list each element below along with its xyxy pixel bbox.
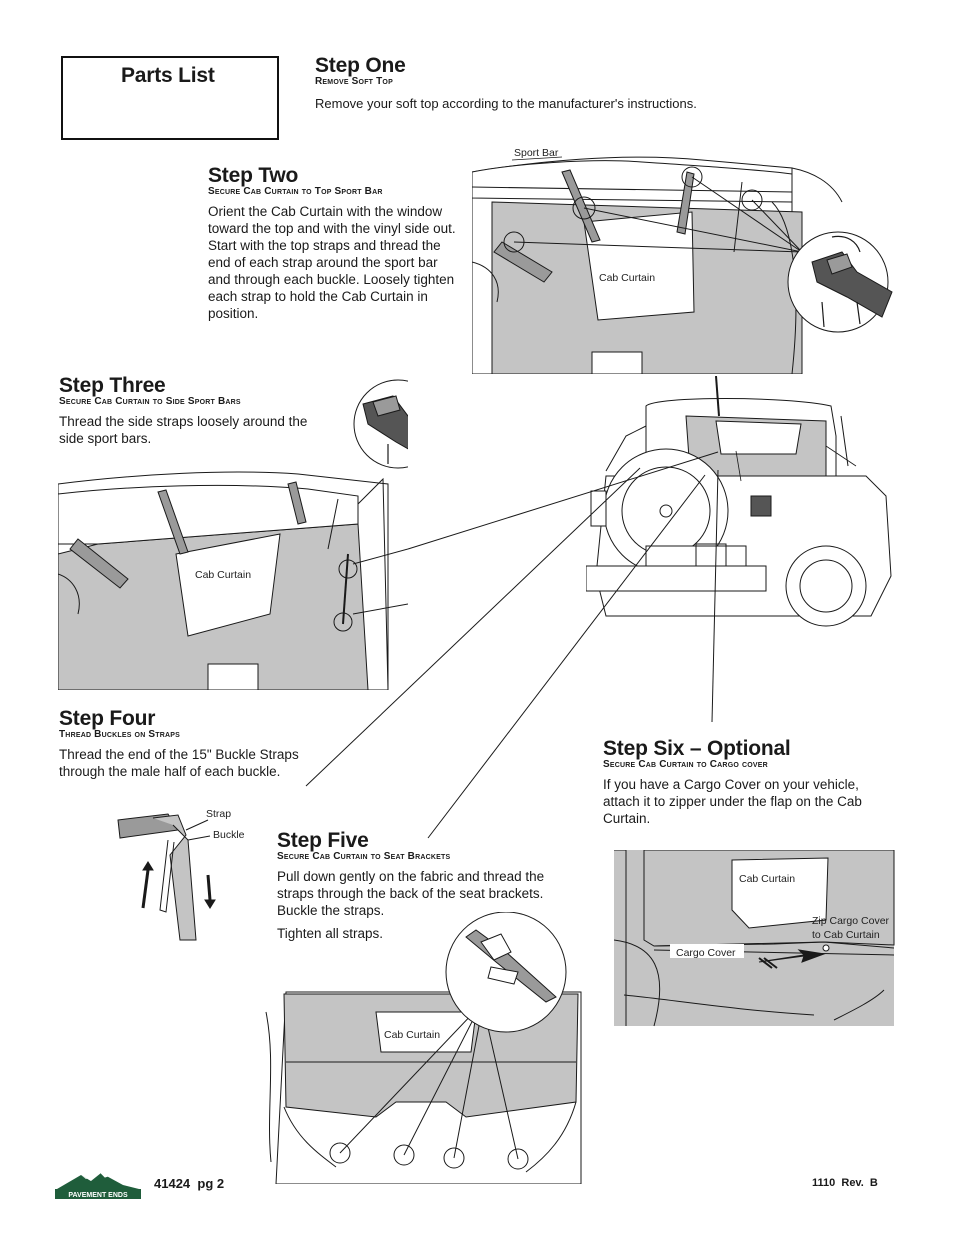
page-number: 41424 pg 2 xyxy=(154,1176,225,1191)
logo-text: PAVEMENT ENDS xyxy=(68,1192,128,1199)
step-six-title: Step Six – Optional xyxy=(603,737,791,760)
step-three-subtitle: Secure Cab Curtain to Side Sport Bars xyxy=(59,396,241,407)
step-three-label-cab-curtain: Cab Curtain xyxy=(195,569,251,581)
step-three: Step Three Secure Cab Curtain to Side Sp… xyxy=(59,374,319,447)
step-two-title: Step Two xyxy=(208,164,299,187)
step-five: Step Five Secure Cab Curtain to Seat Bra… xyxy=(277,829,562,942)
step-five-body: Pull down gently on the fabric and threa… xyxy=(277,869,545,918)
step-five-label-cab-curtain: Cab Curtain xyxy=(384,1029,440,1041)
step-three-body: Thread the side straps loosely around th… xyxy=(59,414,308,446)
revision: 1110 Rev. B xyxy=(812,1177,878,1189)
step-two-body: Orient the Cab Curtain with the window t… xyxy=(208,204,456,321)
step-two-label-sport-bar: Sport Bar xyxy=(514,147,559,159)
step-six: Step Six – Optional Secure Cab Curtain t… xyxy=(603,737,893,827)
pavement-ends-logo: PAVEMENT ENDS xyxy=(55,1172,141,1199)
step-four-label-strap: Strap xyxy=(206,808,231,820)
step-four-illustration: Strap Buckle xyxy=(117,808,245,941)
step-three-illustration: Cab Curtain xyxy=(58,379,408,690)
step-two-subtitle: Secure Cab Curtain to Top Sport Bar xyxy=(208,186,383,197)
step-six-label-zip-line1: Zip Cargo Cover xyxy=(812,915,890,927)
step-six-label-zip-line2: to Cab Curtain xyxy=(812,929,880,941)
step-two-label-cab-curtain: Cab Curtain xyxy=(599,272,655,284)
step-three-title: Step Three xyxy=(59,374,166,397)
step-five-illustration: Cab Curtain xyxy=(265,912,582,1184)
step-four-body: Thread the end of the 15" Buckle Straps … xyxy=(59,747,299,779)
step-five-body-2: Tighten all straps. xyxy=(277,926,384,941)
step-six-subtitle: Secure Cab Curtain to Cargo cover xyxy=(603,759,768,770)
step-six-body: If you have a Cargo Cover on your vehicl… xyxy=(603,777,862,826)
step-four-title: Step Four xyxy=(59,707,156,730)
step-two-illustration: Sport Bar Cab Curtain xyxy=(472,147,893,374)
step-one: Step One Remove Soft Top Remove your sof… xyxy=(315,54,875,112)
parts-list-box: Parts List xyxy=(61,56,279,140)
jeep-rear-illustration xyxy=(586,376,892,627)
step-two: Step Two Secure Cab Curtain to Top Sport… xyxy=(208,164,458,322)
step-one-title: Step One xyxy=(315,54,406,77)
step-four-label-buckle: Buckle xyxy=(213,829,245,841)
step-six-label-cargo-cover: Cargo Cover xyxy=(676,947,736,959)
step-six-label-cab-curtain: Cab Curtain xyxy=(739,873,795,885)
step-four: Step Four Thread Buckles on Straps Threa… xyxy=(59,707,319,780)
step-four-subtitle: Thread Buckles on Straps xyxy=(59,729,181,740)
step-six-illustration: Cab Curtain Zip Cargo Cover to Cab Curta… xyxy=(614,850,895,1027)
step-five-subtitle: Secure Cab Curtain to Seat Brackets xyxy=(277,851,451,862)
step-five-title: Step Five xyxy=(277,829,369,852)
step-one-subtitle: Remove Soft Top xyxy=(315,76,393,87)
step-one-body: Remove your soft top according to the ma… xyxy=(315,96,697,111)
parts-list-title: Parts List xyxy=(121,64,215,87)
